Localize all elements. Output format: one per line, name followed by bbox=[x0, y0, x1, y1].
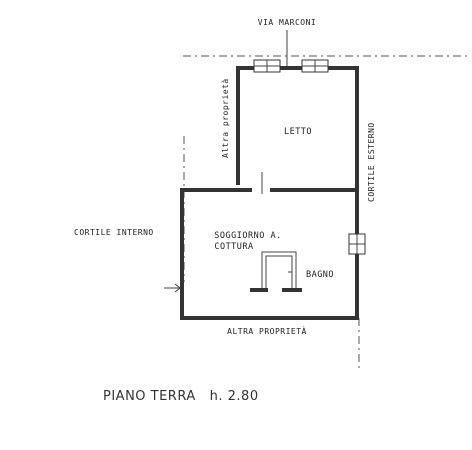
courtyard-internal-label: CORTILE INTERNO bbox=[74, 228, 154, 237]
room-label-bagno: BAGNO bbox=[306, 270, 334, 280]
outer-walls bbox=[180, 66, 359, 320]
bathroom-walls bbox=[250, 251, 302, 292]
bottom-property-label: ALTRA PROPRIETÀ bbox=[227, 325, 307, 336]
entrance-arrow bbox=[164, 283, 181, 293]
left-property-label: Altra proprietà bbox=[221, 78, 230, 158]
top-windows bbox=[253, 59, 329, 73]
courtyard-external-label: CORTILE ESTERNO bbox=[367, 122, 376, 202]
room-label-soggiorno-1: SOGGIORNO A. bbox=[214, 231, 281, 241]
plan-caption: PIANO TERRA h. 2.80 bbox=[103, 389, 259, 404]
room-label-letto: LETTO bbox=[284, 127, 312, 137]
street-label: VIA MARCONI bbox=[258, 18, 316, 27]
room-label-soggiorno-2: COTTURA bbox=[214, 242, 253, 252]
inner-partition bbox=[238, 172, 357, 194]
right-window bbox=[348, 233, 366, 255]
